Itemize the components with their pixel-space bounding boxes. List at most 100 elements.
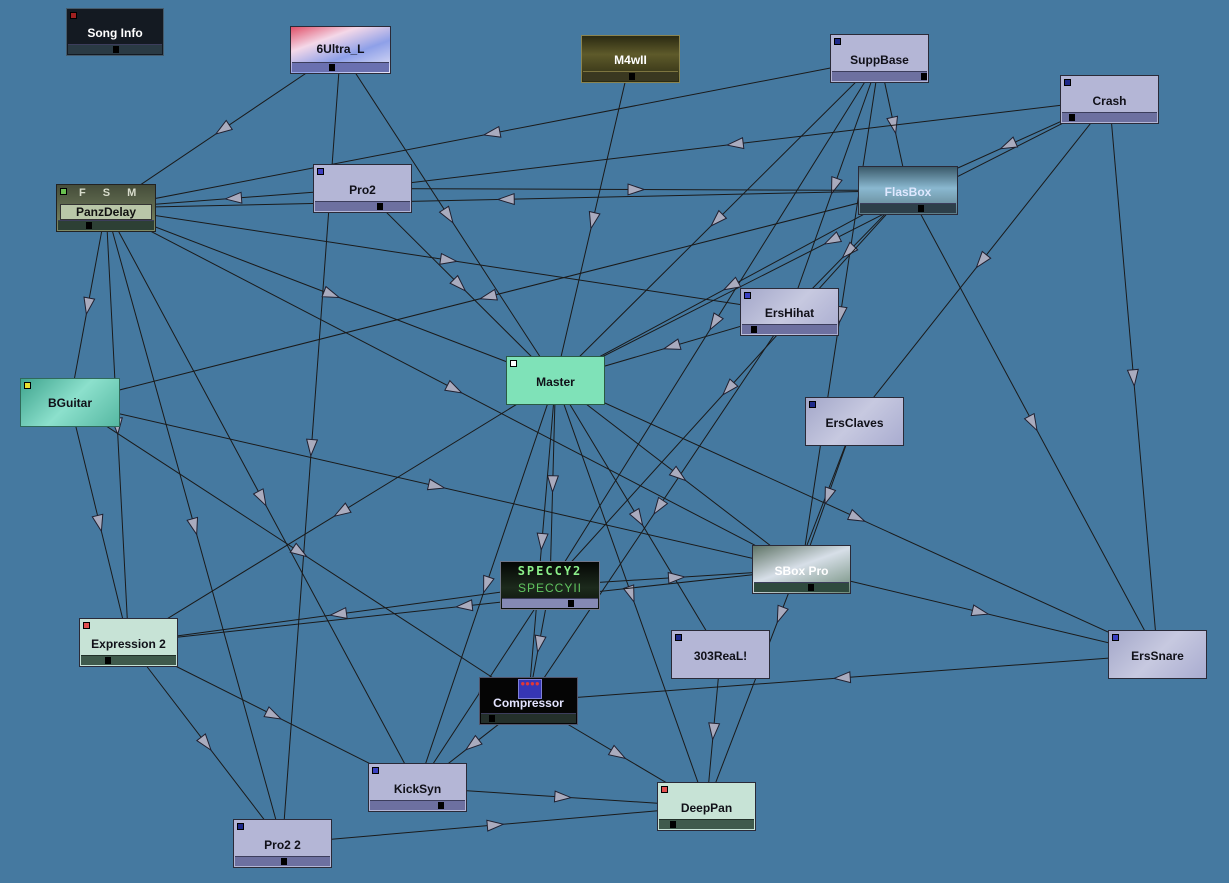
machine-flasbox[interactable]: FlasBox xyxy=(858,166,958,215)
slider-knob[interactable] xyxy=(568,600,574,607)
wire-arrow-icon[interactable] xyxy=(653,496,669,516)
slider-track[interactable] xyxy=(481,713,576,723)
wire-arrow-icon[interactable] xyxy=(482,125,502,138)
wire-arrow-icon[interactable] xyxy=(668,465,687,482)
wire-arrow-icon[interactable] xyxy=(464,734,483,751)
machine-master[interactable]: Master xyxy=(506,356,605,405)
wire-arrow-icon[interactable] xyxy=(91,513,104,533)
slider-knob[interactable] xyxy=(808,584,814,591)
wire-arrow-icon[interactable] xyxy=(321,285,341,299)
slider-track[interactable] xyxy=(235,856,330,866)
machine-sbox-pro[interactable]: SBox Pro xyxy=(752,545,851,594)
slider-track[interactable] xyxy=(1062,112,1157,122)
machine-m4wii[interactable]: M4wII xyxy=(581,35,680,83)
machine-compressor[interactable]: ●●●● Compressor xyxy=(479,677,578,725)
slider-knob[interactable] xyxy=(489,715,495,722)
wire-arrow-icon[interactable] xyxy=(830,175,843,196)
wire-arrow-icon[interactable] xyxy=(588,210,601,231)
machine-ershihat[interactable]: ErsHihat xyxy=(740,288,839,336)
wire-arrow-icon[interactable] xyxy=(709,209,728,227)
wire-arrow-icon[interactable] xyxy=(263,706,283,720)
slider-knob[interactable] xyxy=(918,205,924,212)
machine-erssnare[interactable]: ErsSnare xyxy=(1108,630,1207,679)
slider-knob[interactable] xyxy=(281,858,287,865)
machine-ersclaves[interactable]: ErsClaves xyxy=(805,397,904,446)
wire-arrow-icon[interactable] xyxy=(832,671,852,684)
wire-arrow-icon[interactable] xyxy=(483,574,495,595)
wire-arrow-icon[interactable] xyxy=(975,250,992,269)
slider-track[interactable] xyxy=(659,819,754,829)
machine-pro2-2[interactable]: Pro2 2 xyxy=(233,819,332,868)
wire-arrow-icon[interactable] xyxy=(1126,368,1139,388)
wire-arrow-icon[interactable] xyxy=(478,288,498,301)
slider-track[interactable] xyxy=(68,44,162,54)
wire-arrow-icon[interactable] xyxy=(823,231,843,245)
wire-arrow-icon[interactable] xyxy=(536,532,549,552)
wire-arrow-icon[interactable] xyxy=(289,542,309,558)
slider-track[interactable] xyxy=(832,71,927,81)
wire-arrow-icon[interactable] xyxy=(627,183,646,196)
machine-303real[interactable]: 303ReaL! xyxy=(671,630,770,679)
slider-knob[interactable] xyxy=(921,73,927,80)
machine-deeppan[interactable]: DeepPan xyxy=(657,782,756,831)
slider-track[interactable] xyxy=(583,71,678,81)
slider-knob[interactable] xyxy=(629,73,635,80)
machine-6ultra-l[interactable]: 6Ultra_L xyxy=(290,26,391,74)
slider-knob[interactable] xyxy=(113,46,119,53)
wire-arrow-icon[interactable] xyxy=(622,584,635,604)
slider-track[interactable] xyxy=(754,582,849,592)
wire-arrow-icon[interactable] xyxy=(709,312,724,331)
wire-arrow-icon[interactable] xyxy=(824,486,837,506)
wire-arrow-icon[interactable] xyxy=(725,137,745,150)
slider-knob[interactable] xyxy=(1069,114,1075,121)
slider-knob[interactable] xyxy=(86,222,92,229)
wire-arrow-icon[interactable] xyxy=(546,475,560,494)
machine-suppbase[interactable]: SuppBase xyxy=(830,34,929,83)
machine-song-info[interactable]: Song Info xyxy=(66,8,164,56)
wire-arrow-icon[interactable] xyxy=(328,606,348,619)
slider-track[interactable] xyxy=(292,62,389,72)
machine-expression-2[interactable]: Expression 2 xyxy=(79,618,178,667)
wire-arrow-icon[interactable] xyxy=(186,516,199,536)
machine-panzdelay[interactable]: F S M PanzDelay xyxy=(56,184,156,232)
slider-knob[interactable] xyxy=(105,657,111,664)
wire-arrow-icon[interactable] xyxy=(1023,412,1038,432)
wire-arrow-icon[interactable] xyxy=(83,296,96,316)
wire-arrow-icon[interactable] xyxy=(195,733,212,752)
wire-arrow-icon[interactable] xyxy=(496,193,515,206)
slider-knob[interactable] xyxy=(670,821,676,828)
wire-arrow-icon[interactable] xyxy=(970,604,990,617)
wire-arrow-icon[interactable] xyxy=(628,507,644,527)
wire-arrow-icon[interactable] xyxy=(667,571,687,585)
wire-arrow-icon[interactable] xyxy=(439,252,459,265)
slider-track[interactable] xyxy=(742,324,837,334)
slider-knob[interactable] xyxy=(751,326,757,333)
machine-speccyii[interactable]: SPECCY2 SPECCYII xyxy=(500,561,600,610)
wire-arrow-icon[interactable] xyxy=(444,379,464,394)
wire-arrow-icon[interactable] xyxy=(449,274,467,292)
machine-crash[interactable]: Crash xyxy=(1060,75,1159,124)
wire-arrow-icon[interactable] xyxy=(223,191,243,204)
slider-track[interactable] xyxy=(81,655,176,665)
slider-track[interactable] xyxy=(315,201,410,211)
wire-arrow-icon[interactable] xyxy=(438,205,454,225)
wire-arrow-icon[interactable] xyxy=(252,488,267,508)
wire-arrow-icon[interactable] xyxy=(722,276,742,291)
wire-arrow-icon[interactable] xyxy=(999,136,1019,150)
wire-arrow-icon[interactable] xyxy=(305,438,319,458)
slider-track[interactable] xyxy=(370,800,465,810)
wire-arrow-icon[interactable] xyxy=(776,604,789,624)
wire-arrow-icon[interactable] xyxy=(607,744,627,760)
wire-arrow-icon[interactable] xyxy=(662,338,682,350)
wire-arrow-icon[interactable] xyxy=(553,790,573,803)
machine-kicksyn[interactable]: KickSyn xyxy=(368,763,467,812)
slider-track[interactable] xyxy=(58,220,154,230)
wire-arrow-icon[interactable] xyxy=(846,508,867,522)
slider-knob[interactable] xyxy=(329,64,335,71)
machine-bguitar[interactable]: BGuitar xyxy=(20,378,120,427)
wire-arrow-icon[interactable] xyxy=(426,478,447,491)
slider-knob[interactable] xyxy=(438,802,444,809)
slider-track[interactable] xyxy=(860,203,956,213)
machine-pro2[interactable]: Pro2 xyxy=(313,164,412,213)
slider-knob[interactable] xyxy=(377,203,383,210)
